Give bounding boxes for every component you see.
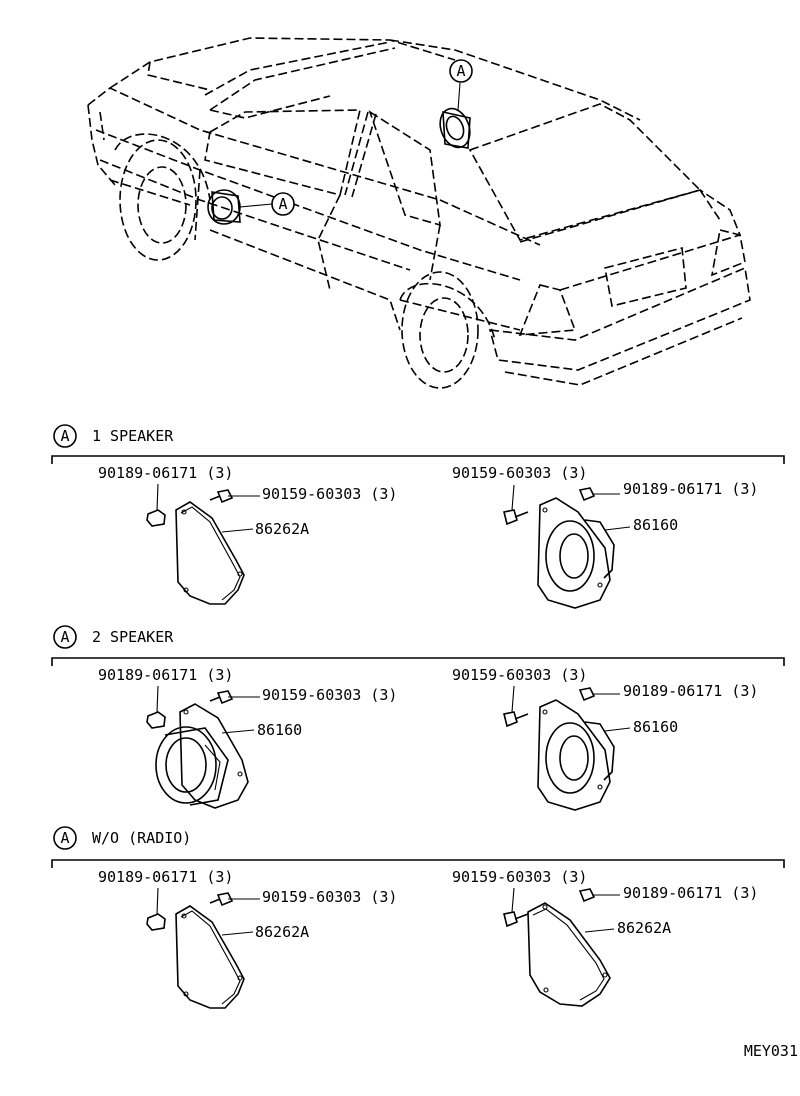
speaker-part-number: 86262A <box>255 923 309 941</box>
speaker-86160 <box>537 497 615 609</box>
car-illustration: A A <box>87 37 751 389</box>
screw-part-number: 90159-60303 (3) <box>262 686 397 704</box>
svg-text:A: A <box>456 62 465 80</box>
section-1-speaker: A 1 SPEAKER 90189-06171 (3) 90159-60303 … <box>51 424 785 609</box>
screw-part-number: 90159-60303 (3) <box>262 888 397 906</box>
section-title: 2 SPEAKER <box>92 628 174 646</box>
nut-part-number: 90189-06171 (3) <box>623 682 758 700</box>
nut-part-number: 90189-06171 (3) <box>623 480 758 498</box>
nut-part-number: 90189-06171 (3) <box>623 884 758 902</box>
section-2-speaker: A 2 SPEAKER 90189-06171 (3) 90159-60303 … <box>51 625 785 811</box>
screw-part-number: 90159-60303 (3) <box>452 464 587 482</box>
screw-part-number: 90159-60303 (3) <box>452 666 587 684</box>
speaker-cover-86262a <box>527 902 611 1007</box>
nut-part-number: 90189-06171 (3) <box>98 666 233 684</box>
rear-speaker-location <box>439 107 471 149</box>
nut-icon <box>578 487 620 502</box>
nut-icon <box>146 711 166 729</box>
nut-icon <box>146 913 166 931</box>
speaker-part-number: 86262A <box>255 520 309 538</box>
screw-part-number: 90159-60303 (3) <box>452 868 587 886</box>
screw-icon <box>503 911 529 928</box>
svg-text:A: A <box>60 628 69 646</box>
speaker-part-number: 86160 <box>633 718 678 736</box>
section-title: 1 SPEAKER <box>92 427 174 445</box>
svg-text:A: A <box>60 427 69 445</box>
figure-code: MEY031 <box>744 1042 798 1060</box>
speaker-86160 <box>537 699 615 811</box>
screw-icon <box>209 892 260 907</box>
screw-icon <box>209 690 260 705</box>
speaker-cover-86262a <box>175 501 245 605</box>
nut-icon <box>578 687 620 702</box>
svg-text:A: A <box>60 829 69 847</box>
section-without-radio: A W/O (RADIO) 90189-06171 (3) 90159-6030… <box>51 826 785 1009</box>
nut-icon <box>578 888 620 903</box>
callout-a-door: A <box>239 192 295 216</box>
section-title: W/O (RADIO) <box>92 829 191 847</box>
screw-icon <box>503 509 529 526</box>
screw-icon <box>503 711 529 728</box>
speaker-part-number: 86160 <box>257 721 302 739</box>
callout-a-rear: A <box>449 59 473 111</box>
door-speaker-location <box>207 189 241 225</box>
speaker-cover-86262a <box>175 905 245 1009</box>
nut-part-number: 90189-06171 (3) <box>98 868 233 886</box>
svg-text:A: A <box>278 195 287 213</box>
nut-icon <box>146 509 166 527</box>
speaker-86160 <box>155 703 249 809</box>
speaker-part-number: 86160 <box>633 516 678 534</box>
screw-icon <box>209 489 260 504</box>
nut-part-number: 90189-06171 (3) <box>98 464 233 482</box>
screw-part-number: 90159-60303 (3) <box>262 485 397 503</box>
speaker-part-number: 86262A <box>617 919 671 937</box>
